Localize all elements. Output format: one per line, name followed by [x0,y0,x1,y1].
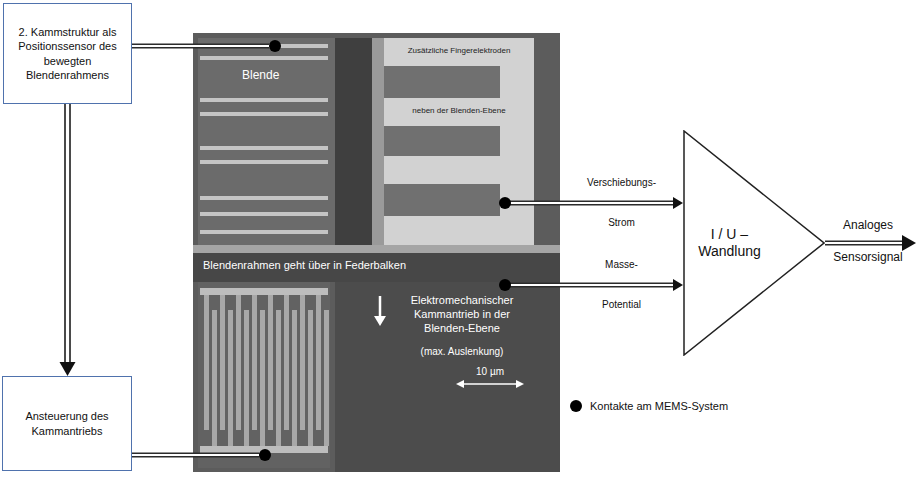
contact-dot [499,279,511,291]
comb-fingers [204,295,329,446]
connector [560,279,683,291]
edge-label: Masse- Potential [602,245,641,325]
output-arrowhead [902,235,916,251]
connector [560,197,683,209]
contact-wire [193,46,560,455]
comb-base [200,288,328,453]
connector-line [132,453,193,458]
connector-line-inner [560,202,674,204]
contact-wire-inner [193,46,560,455]
output-arrow-inner [825,242,904,244]
amplifier-triangle: I / U – Wandlung [683,130,825,356]
box-label: 2. Kammstruktur als Positionssensor des … [10,25,125,82]
contact-dot [259,449,271,461]
connector-line-inner [132,454,193,456]
image-label: Blendenrahmen geht über in Federbalken [203,259,406,273]
legend-text: Kontakte am MEMS-System [590,400,728,412]
driver-box: Ansteuerung des Kammantriebs [2,376,132,471]
separator [193,245,560,253]
connector [132,46,193,47]
connector-line-inner [66,104,69,363]
arrowhead [60,362,76,376]
scale-bar-head [516,380,524,388]
image-label: 10 µm [460,366,520,379]
connector-line [64,104,71,363]
edge-label: Verschiebungs- Strom [587,163,656,243]
connector-line-inner [132,45,193,47]
image-label: neben der Blenden-Ebene [388,106,530,116]
sem-image [193,33,560,472]
electrode-area [384,38,534,245]
sensor-box: 2. Kammstruktur als Positionssensor des … [3,3,132,104]
signal-label: Analoges [843,218,893,232]
connector [132,455,193,456]
image-label: Zusätzliche Fingerelektroden [388,46,530,56]
scale-bar [462,383,518,385]
arrowhead [673,197,683,209]
box-label: Ansteuerung des Kammantriebs [9,409,125,438]
deflection-arrowhead [374,316,386,326]
image-label: Elektromechanischer Kammantrieb in der B… [392,294,532,335]
legend-dot [570,400,582,412]
connector-line [560,201,674,206]
deflection-arrow [379,296,382,318]
comb-area [198,282,330,468]
scale-bar-head [456,380,464,388]
spring-band [193,253,560,282]
connector-line-inner [560,284,674,286]
aperture-stripes [200,44,328,234]
contact-dot [269,40,281,52]
amplifier-shape [684,131,824,355]
aperture-frame [372,38,384,245]
connector-line [132,44,193,49]
connector [60,104,76,376]
finger-electrodes [384,66,500,216]
gap [335,38,372,245]
arrowhead [673,279,683,291]
output-arrow [825,241,904,246]
signal-label: Sensorsignal [833,250,902,264]
drive-area [335,282,560,472]
legend-entry: Kontakte am MEMS-System [570,400,728,412]
image-label: Blende [242,68,279,83]
mems-image: Blende Zusätzliche Fingerelektroden neben … [193,33,560,472]
amplifier-label: I / U – Wandlung [697,226,762,261]
image-label: (max. Auslenkung) [392,346,532,359]
aperture-area [198,38,335,245]
contact-dot [499,197,511,209]
connector-line [560,283,674,288]
